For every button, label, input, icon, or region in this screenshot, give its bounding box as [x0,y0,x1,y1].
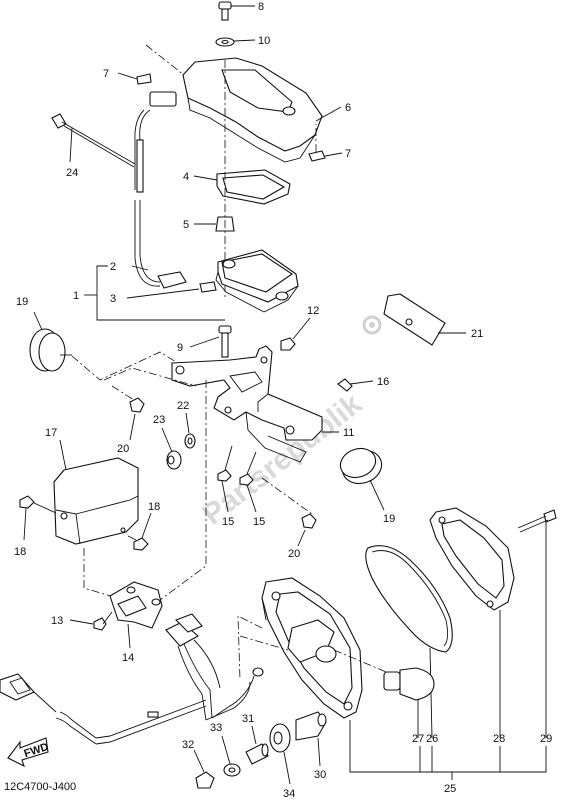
part-15-screw-left[interactable] [217,445,233,513]
label-4: 4 [183,171,189,183]
alignment-line-socket [159,380,207,601]
label-12: 12 [307,305,319,317]
part-labels: 8 10 7 6 7 24 4 5 2 1 3 19 12 21 9 16 22… [14,1,552,800]
label-5: 5 [183,219,189,231]
part-19-reflector-right[interactable] [336,444,386,511]
part-27-bulb[interactable] [383,667,435,738]
fwd-label: FWD [23,741,51,760]
label-22: 22 [177,400,189,412]
label-3: 3 [110,293,116,305]
label-27: 27 [412,733,424,745]
part-7-pad-right[interactable] [308,150,343,162]
part-11-bracket[interactable] [171,345,339,463]
label-30: 30 [314,769,326,781]
part-13-screw[interactable] [69,611,113,631]
part-34-washer[interactable] [269,723,291,785]
part-3-bulb[interactable] [126,281,217,299]
label-19b: 19 [383,513,395,525]
diagram-code: 12C4700-J400 [4,781,76,793]
bracket-1 [96,265,225,321]
part-12-nut[interactable] [280,317,311,351]
part-9-bolt[interactable] [189,325,232,358]
label-24: 24 [66,167,78,179]
alignment-line-wire [237,615,263,681]
part-2-meter-lead[interactable] [131,91,187,289]
label-14: 14 [122,652,134,664]
fwd-arrow-icon: FWD [7,737,51,768]
label-16: 16 [377,376,389,388]
label-10: 10 [258,35,270,47]
label-8: 8 [258,1,264,13]
part-31-collar[interactable] [245,725,269,765]
alignment-line-reflector [71,351,177,381]
part-21-plate[interactable] [383,293,466,346]
label-25: 25 [444,783,456,795]
part-22-washer[interactable] [184,412,196,449]
label-17: 17 [45,427,57,439]
part-30-grommet[interactable] [295,711,327,767]
part-1-meter-assembly[interactable] [215,249,299,313]
part-24-cable-tie[interactable] [51,113,136,168]
label-1: 1 [73,290,79,302]
label-6: 6 [345,102,351,114]
part-18-screw-left[interactable] [19,495,57,541]
part-17-license-light[interactable] [53,439,139,545]
label-23: 23 [153,414,165,426]
label-15b: 15 [253,516,265,528]
label-31: 31 [242,713,254,725]
bracket-25 [349,720,547,773]
label-20a: 20 [117,443,129,455]
label-34: 34 [283,788,295,800]
alignment-line-pad [145,44,185,76]
part-20-nut-left[interactable] [129,397,145,441]
watermark-gear-icon [362,315,382,335]
part-14-socket[interactable] [109,581,163,649]
label-32: 32 [182,739,194,751]
label-20b: 20 [288,548,300,560]
part-7-pad-left[interactable] [117,72,152,85]
part-18-screw-right[interactable] [127,512,152,551]
part-23-collar[interactable] [161,427,182,470]
label-26: 26 [426,733,438,745]
wire-harness [0,613,264,745]
part-10-washer[interactable] [215,37,256,47]
label-18b: 18 [148,501,160,513]
part-33-washer[interactable] [221,735,241,777]
part-29-screw[interactable] [517,509,557,738]
part-16-bolt[interactable] [337,378,374,392]
part-28-outer-lens[interactable] [429,507,515,738]
part-32-nut[interactable] [193,749,215,789]
label-18a: 18 [14,546,26,558]
part-20-nut-right[interactable] [297,513,317,547]
label-2: 2 [110,261,116,273]
part-34-bulb-socket[interactable] [287,619,337,663]
label-15a: 15 [222,516,234,528]
alignment-line-nut [111,385,135,401]
label-33: 33 [210,722,222,734]
alignment-line-nut-right [261,477,313,515]
part-5-grommet[interactable] [194,216,235,232]
label-21: 21 [471,328,483,340]
label-13: 13 [51,615,63,627]
part-6-meter-cover[interactable] [182,57,342,163]
label-11: 11 [343,427,354,439]
part-8-bolt[interactable] [218,1,255,21]
label-28: 28 [493,733,505,745]
part-4-meter-lens[interactable] [193,169,291,205]
part-15-screw-right[interactable] [239,451,257,513]
label-9: 9 [177,342,183,354]
part-26-gasket[interactable] [365,545,453,739]
part-19-reflector-left[interactable] [29,311,72,372]
label-19a: 19 [16,296,28,308]
label-7b: 7 [345,148,351,160]
label-29: 29 [540,733,552,745]
label-7a: 7 [103,68,109,80]
